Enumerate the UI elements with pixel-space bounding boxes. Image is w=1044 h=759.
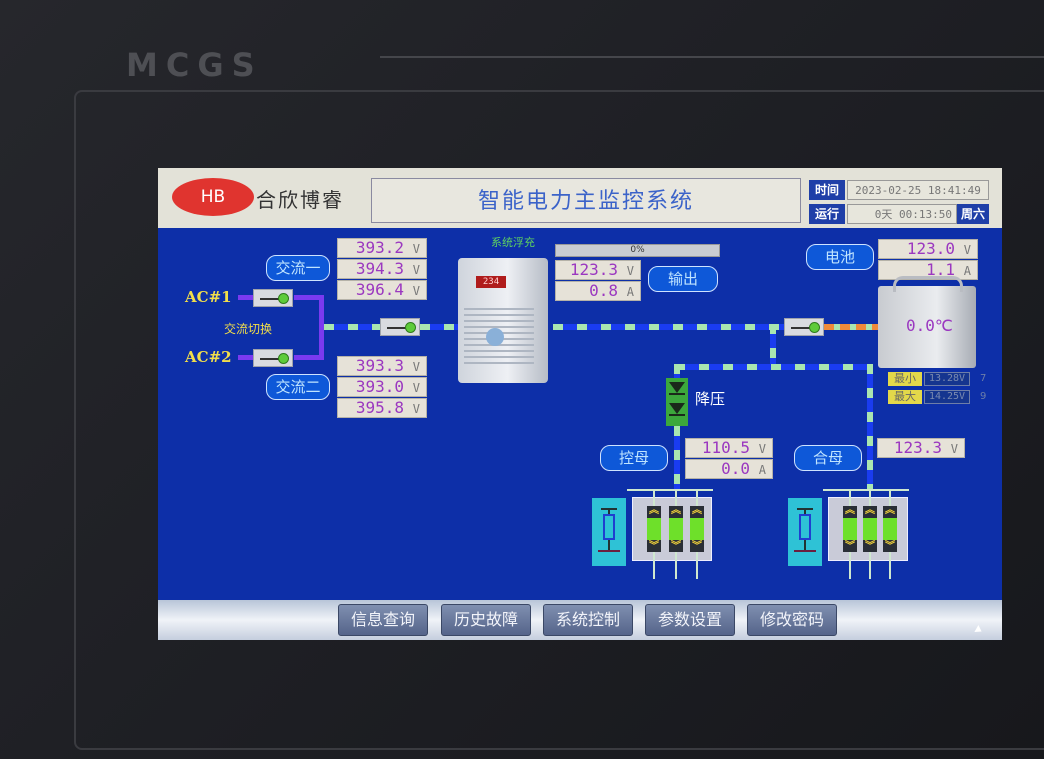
system-control-button[interactable]: 系统控制 (543, 604, 633, 636)
weekday-badge: 周六 (957, 204, 989, 224)
fuse-icon: ︽︾ (647, 505, 661, 552)
bezel-frame (74, 90, 1044, 750)
control-bus-feed-top (674, 364, 680, 380)
change-password-button[interactable]: 修改密码 (747, 604, 837, 636)
datetime-value: 2023-02-25 18:41:49 (847, 180, 989, 200)
cell-min-value: 13.28V (924, 372, 970, 386)
footer-nav-bar: 信息查询 历史故障 系统控制 参数设置 修改密码 (158, 600, 1002, 640)
battery-handle (893, 276, 963, 292)
ac1-wire (238, 295, 254, 300)
control-bus-rail (627, 489, 713, 491)
switch-on-indicator-icon (278, 353, 289, 364)
ac2-wire (238, 355, 254, 360)
ac1-wire-out (294, 295, 324, 300)
ac-bus-line (324, 324, 380, 330)
time-label: 时间 (809, 180, 845, 200)
battery-switch[interactable] (784, 318, 824, 336)
battery-line (824, 324, 880, 330)
buck-label: 降压 (695, 390, 726, 408)
charger-display: 234 (476, 276, 506, 288)
switch-on-indicator-icon (278, 293, 289, 304)
ac-main-switch[interactable] (380, 318, 420, 336)
control-bus-button[interactable]: 控母 (600, 445, 668, 471)
closing-bus-feed (867, 364, 873, 489)
dc-branch-horizontal (675, 364, 873, 370)
cell-max-label: 最大 (888, 390, 922, 404)
bezel-decor-line (380, 56, 1044, 58)
dc-branch-vertical (770, 324, 776, 366)
fuse-icon: ︽︾ (690, 505, 704, 552)
switch-on-indicator-icon (405, 322, 416, 333)
control-bus-feed (674, 426, 680, 489)
cell-min-index: 7 (980, 373, 987, 384)
runtime-label: 运行 (809, 204, 845, 224)
hmi-screen: HB 合欣博睿 智能电力主监控系统 时间 2023-02-25 18:41:49… (158, 168, 1002, 640)
cell-min-label: 最小 (888, 372, 922, 386)
battery-temperature: 0.0℃ (906, 316, 953, 335)
runtime-value: 0天 00:13:50 (847, 204, 957, 224)
buck-diode-icon (666, 378, 688, 426)
dc-main-bus (553, 324, 785, 330)
charger-logo-icon (486, 328, 504, 346)
header-bar: HB 合欣博睿 智能电力主监控系统 时间 2023-02-25 18:41:49… (158, 168, 1002, 228)
ac-to-charger-line (420, 324, 458, 330)
page-title: 智能电力主监控系统 (371, 178, 801, 223)
battery-button[interactable]: 电池 (806, 244, 874, 270)
cell-max-value: 14.25V (924, 390, 970, 404)
output-button[interactable]: 输出 (648, 266, 718, 292)
charge-progress-bar: 0% (555, 244, 720, 257)
ac1-label: AC#1 (185, 288, 232, 306)
company-logo: HB (172, 178, 254, 216)
switch-on-indicator-icon (809, 322, 820, 333)
company-name: 合欣博睿 (256, 188, 344, 212)
control-bus-ground-resistor-icon (592, 498, 626, 566)
cell-max-index: 9 (980, 391, 987, 402)
closing-bus-ground-resistor-icon (788, 498, 822, 566)
ac-switch-label: 交流切换 (224, 322, 273, 336)
fuse-icon: ︽︾ (863, 505, 877, 552)
charger-module-image: 234 (458, 258, 548, 383)
fuse-icon: ︽︾ (883, 505, 897, 552)
ac1-switch[interactable] (253, 289, 293, 307)
parameter-settings-button[interactable]: 参数设置 (645, 604, 735, 636)
charger-status: 系统浮充 (491, 236, 535, 249)
ac-line1-button[interactable]: 交流一 (266, 255, 330, 281)
ac2-label: AC#2 (185, 348, 232, 366)
closing-bus-rail (823, 489, 909, 491)
ac2-wire-out (294, 355, 324, 360)
ac2-switch[interactable] (253, 349, 293, 367)
ac-merge-wire (319, 295, 324, 360)
fault-history-button[interactable]: 历史故障 (441, 604, 531, 636)
pointer-cursor-icon (974, 625, 984, 635)
fuse-icon: ︽︾ (843, 505, 857, 552)
info-query-button[interactable]: 信息查询 (338, 604, 428, 636)
battery-image: 0.0℃ (878, 276, 976, 368)
device-brand: MCGS (126, 46, 263, 84)
closing-bus-button[interactable]: 合母 (794, 445, 862, 471)
fuse-icon: ︽︾ (669, 505, 683, 552)
ac-line2-button[interactable]: 交流二 (266, 374, 330, 400)
